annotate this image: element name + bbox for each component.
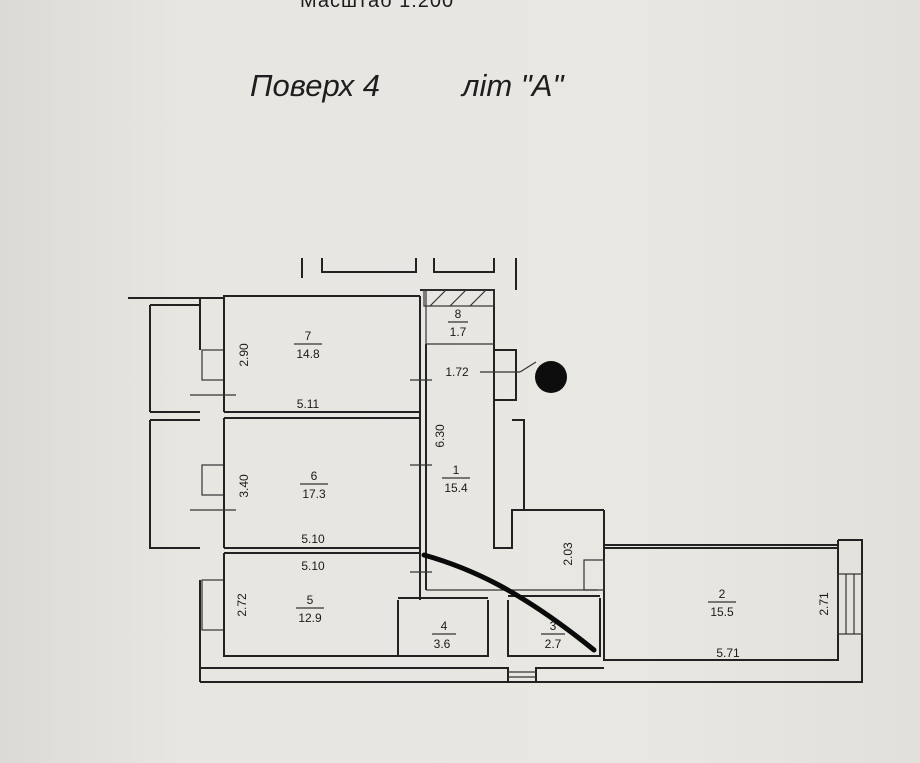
dim-r3-height: 2.03 <box>561 542 575 566</box>
scale-caption: Масштаб 1:200 <box>300 0 455 12</box>
room-7-number: 7 <box>305 329 312 343</box>
room-6-area: 17.3 <box>302 487 326 501</box>
room-2-number: 2 <box>719 587 726 601</box>
dim-r8-width: 1.72 <box>445 365 469 379</box>
dim-corridor-length: 6.30 <box>433 424 447 448</box>
dim-r5-width: 5.10 <box>301 559 325 573</box>
floor-title: Поверх 4 <box>250 68 381 103</box>
dim-r2-width: 5.71 <box>716 646 740 660</box>
dim-r6-height: 3.40 <box>237 474 251 498</box>
room-3-area: 2.7 <box>545 637 562 651</box>
room-3-number: 3 <box>550 619 557 633</box>
room-2-area: 15.5 <box>710 605 734 619</box>
room-8-number: 8 <box>455 307 462 321</box>
room-4-area: 3.6 <box>434 637 451 651</box>
dim-r6-width: 5.10 <box>301 532 325 546</box>
room-6-number: 6 <box>311 469 318 483</box>
room-1-number: 1 <box>453 463 460 477</box>
room-8-area: 1.7 <box>450 325 467 339</box>
walls <box>128 258 863 683</box>
ink-marks <box>421 361 597 653</box>
room-5-area: 12.9 <box>298 611 322 625</box>
dim-r2-height: 2.71 <box>817 592 831 616</box>
room-7-area: 14.8 <box>296 347 320 361</box>
dim-r5-height: 2.72 <box>235 593 249 617</box>
letter-title: літ "А" <box>462 68 564 103</box>
room-5-number: 5 <box>307 593 314 607</box>
dimension-labels: 5.11 5.10 5.10 1.72 5.71 2.90 3.40 2.72 … <box>235 343 831 660</box>
room-1-area: 15.4 <box>444 481 468 495</box>
dim-r7-height: 2.90 <box>237 343 251 367</box>
dim-r7-width: 5.11 <box>297 397 320 411</box>
room-4-number: 4 <box>441 619 448 633</box>
room-labels: 7 14.8 8 1.7 6 17.3 1 15.4 5 12.9 4 3.6 … <box>294 307 736 651</box>
